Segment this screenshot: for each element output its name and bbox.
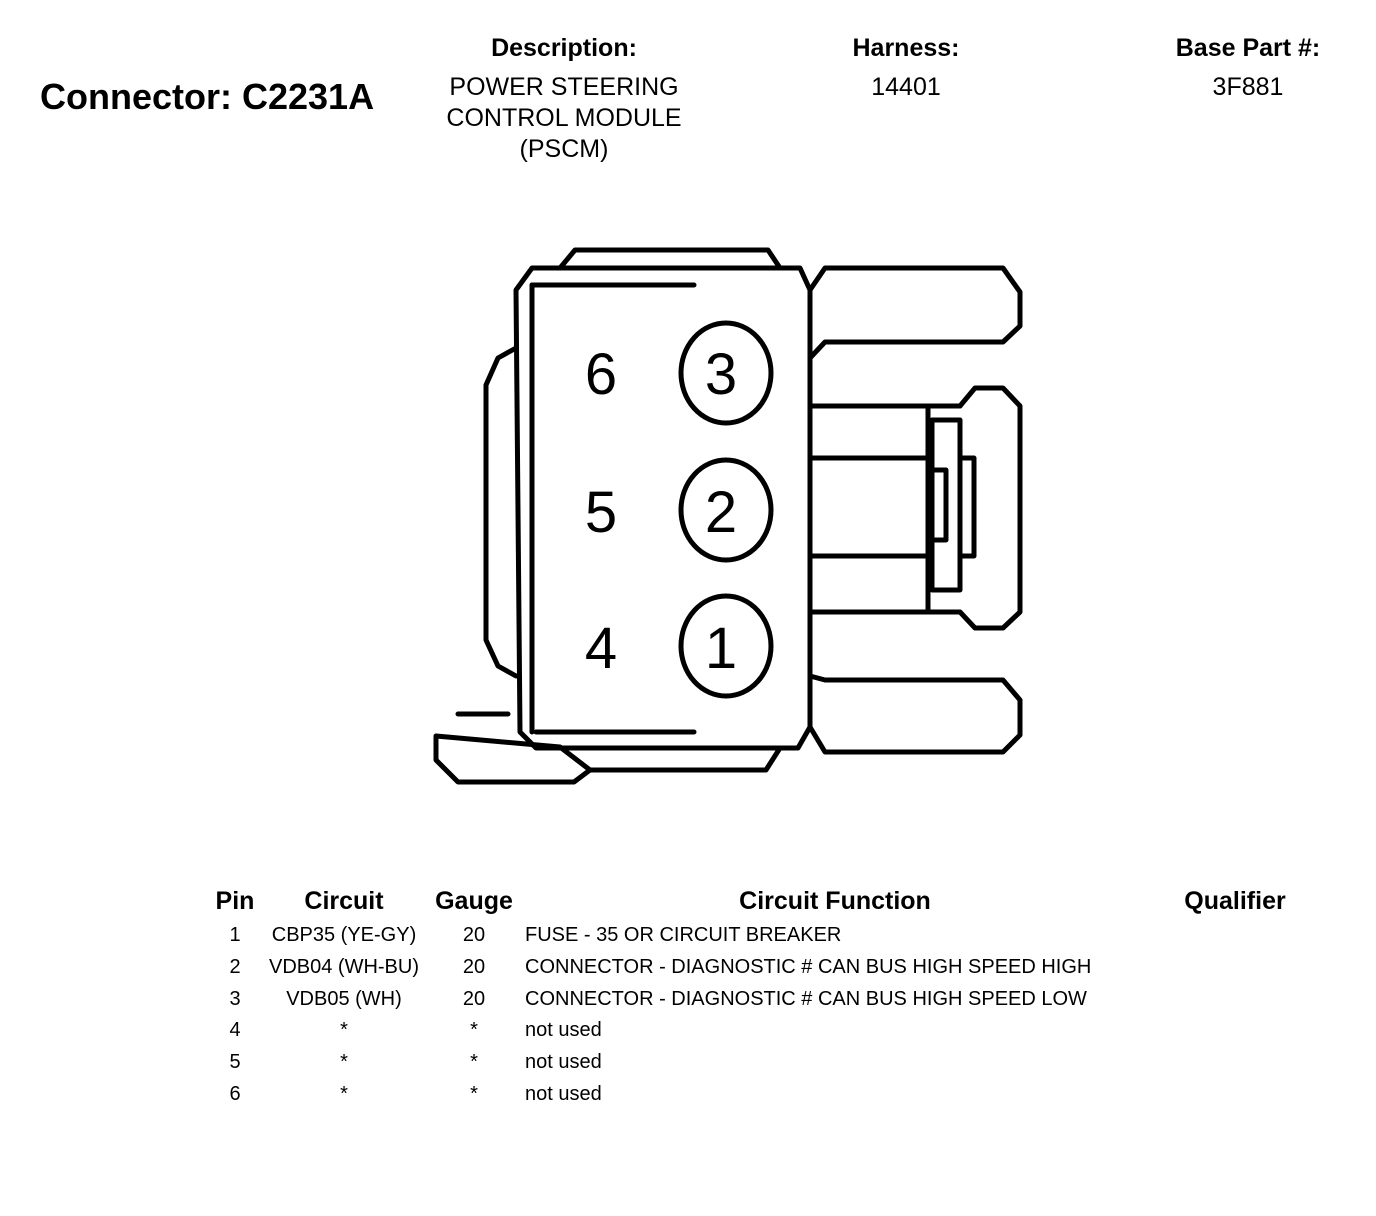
col-header-gauge: Gauge <box>435 886 513 915</box>
right-rail-lower-inner <box>807 609 963 679</box>
pin-label-6: 6 <box>585 342 617 407</box>
description-line-3: (PSCM) <box>519 135 609 163</box>
cell-qualifier <box>1145 1078 1325 1110</box>
pin-table: Pin Circuit Gauge Circuit Function Quali… <box>205 882 1325 1110</box>
cell-qualifier <box>1145 952 1325 984</box>
bottom-tab <box>587 745 783 773</box>
cell-qualifier <box>1145 1015 1325 1047</box>
cell-function: not used <box>525 1051 602 1074</box>
cell-pin: 6 <box>229 1082 241 1105</box>
lock-tab <box>957 385 1023 631</box>
col-header-qualifier: Qualifier <box>1184 886 1286 915</box>
lock-post-slot <box>957 455 977 559</box>
col-header-circuit: Circuit <box>304 886 384 915</box>
lock-post-frame <box>929 417 963 593</box>
cell-function: FUSE - 35 OR CIRCUIT BREAKER <box>525 924 842 947</box>
cell-pin: 3 <box>229 987 241 1010</box>
base-part-value: 3F881 <box>1212 73 1284 101</box>
cell-circuit: VDB04 (WH-BU) <box>268 956 419 979</box>
base-part-header: Base Part #: <box>1175 34 1321 62</box>
col-header-pin: Pin <box>215 886 255 915</box>
cell-circuit: * <box>340 1051 348 1074</box>
connector-diagram: 6 3 5 2 4 1 <box>433 247 1023 785</box>
cell-qualifier <box>1145 983 1325 1015</box>
cell-function: not used <box>525 1082 602 1105</box>
table-row: 4 * * not used <box>205 1015 1325 1047</box>
pin-label-3: 3 <box>705 342 737 407</box>
cell-gauge: * <box>470 1082 478 1105</box>
pin-circle-2 <box>678 457 774 563</box>
cell-pin: 2 <box>229 956 241 979</box>
cell-gauge: 20 <box>462 956 486 979</box>
cell-circuit: * <box>340 1082 348 1105</box>
table-row: 6 * * not used <box>205 1078 1325 1110</box>
table-row: 2 VDB04 (WH-BU) 20 CONNECTOR - DIAGNOSTI… <box>205 952 1325 984</box>
table-row: 5 * * not used <box>205 1047 1325 1079</box>
pin-circle-1 <box>678 593 774 699</box>
table-row: 1 CBP35 (YE-GY) 20 FUSE - 35 OR CIRCUIT … <box>205 920 1325 952</box>
right-rail-top <box>807 265 1023 409</box>
description-line-1: POWER STEERING <box>449 73 679 101</box>
center-key <box>807 455 931 559</box>
cell-qualifier <box>1145 920 1325 952</box>
pin-label-5: 5 <box>585 480 617 545</box>
cell-gauge: * <box>470 1019 478 1042</box>
lock-post-inner <box>929 467 949 543</box>
pin-label-4: 4 <box>585 616 617 681</box>
pin-label-1: 1 <box>705 616 737 681</box>
harness-header: Harness: <box>852 34 960 62</box>
right-rail-bottom <box>807 673 1023 755</box>
cell-function: CONNECTOR - DIAGNOSTIC # CAN BUS HIGH SP… <box>525 956 1092 979</box>
cell-gauge: 20 <box>462 924 486 947</box>
table-row: 3 VDB05 (WH) 20 CONNECTOR - DIAGNOSTIC #… <box>205 983 1325 1015</box>
col-header-function: Circuit Function <box>739 886 931 915</box>
pin-circle-3 <box>678 320 774 426</box>
top-latch <box>557 247 783 271</box>
cell-qualifier <box>1145 1047 1325 1079</box>
cell-pin: 4 <box>229 1019 241 1042</box>
harness-value: 14401 <box>871 73 941 101</box>
cell-function: CONNECTOR - DIAGNOSTIC # CAN BUS HIGH SP… <box>525 987 1087 1010</box>
table-header-row: Pin Circuit Gauge Circuit Function Quali… <box>205 882 1325 920</box>
cell-circuit: CBP35 (YE-GY) <box>271 924 417 947</box>
cell-circuit: VDB05 (WH) <box>286 987 402 1010</box>
pin-label-2: 2 <box>705 480 737 545</box>
description-header: Description: <box>491 34 637 62</box>
housing-outer <box>513 265 813 751</box>
cell-pin: 1 <box>229 924 241 947</box>
cell-function: not used <box>525 1019 602 1042</box>
description-line-2: CONTROL MODULE <box>446 104 682 132</box>
cell-pin: 5 <box>229 1051 241 1074</box>
cell-gauge: * <box>470 1051 478 1074</box>
connector-title: Connector: C2231A <box>40 76 375 117</box>
left-rail <box>483 345 519 679</box>
description-value: POWER STEERING CONTROL MODULE (PSCM) <box>414 72 714 165</box>
cell-circuit: * <box>340 1019 348 1042</box>
cell-gauge: 20 <box>462 987 486 1010</box>
